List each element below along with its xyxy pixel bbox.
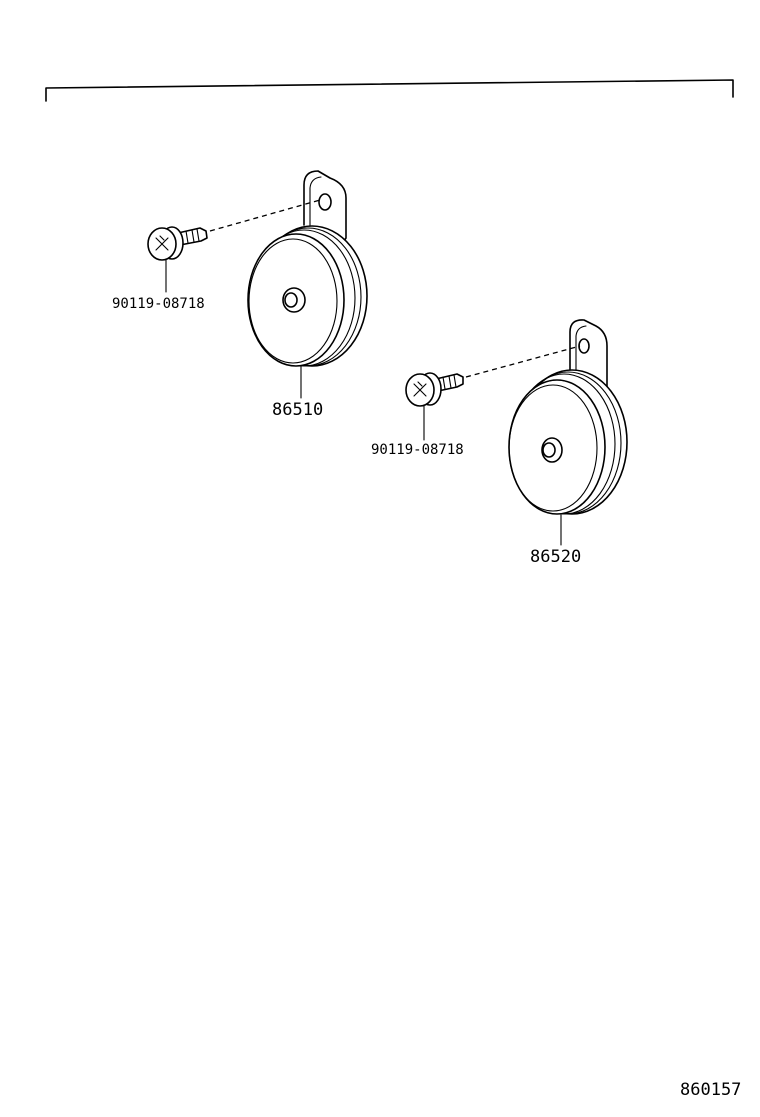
horn-terminal-left xyxy=(282,287,306,313)
callout-bolt-left: 90119-08718 xyxy=(112,296,205,312)
callout-bolt-right: 90119-08718 xyxy=(371,442,464,458)
horn-terminal-right xyxy=(541,437,563,463)
callout-horn-left: 86510 xyxy=(272,400,324,420)
bolt-right xyxy=(405,372,464,441)
horn-body-left xyxy=(247,225,368,367)
bolt-left xyxy=(147,226,208,293)
horn-bracket-left xyxy=(303,170,347,251)
horn-assembly-right xyxy=(508,319,628,546)
alignment-line-left xyxy=(209,199,321,232)
frame-bracket xyxy=(45,79,734,102)
callout-horn-right: 86520 xyxy=(530,547,582,567)
horn-body-right xyxy=(508,369,628,515)
figure-code: 860157 xyxy=(680,1080,742,1100)
alignment-line-right xyxy=(465,345,581,378)
horn-assembly-left xyxy=(247,170,368,399)
